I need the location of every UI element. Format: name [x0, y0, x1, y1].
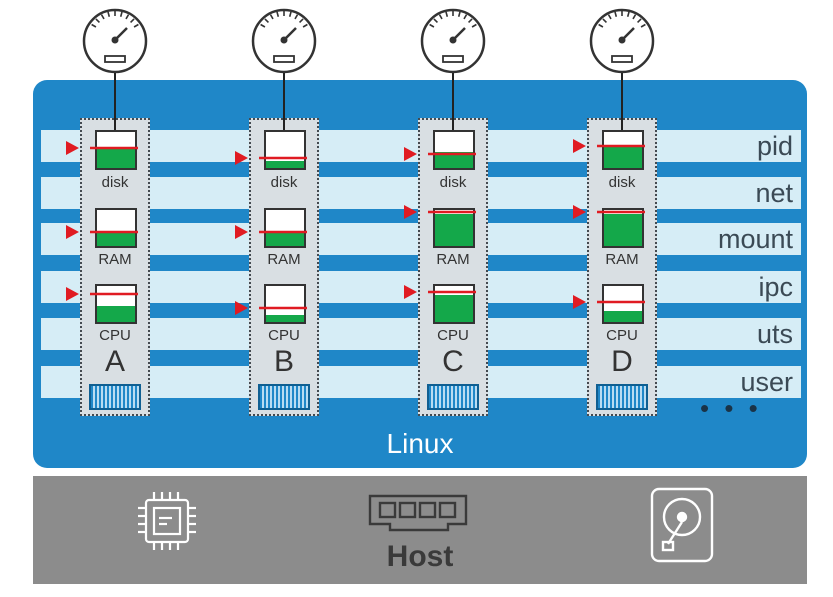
container-b: disk RAM CPU B [249, 118, 319, 416]
ram-usage-fill [604, 213, 642, 246]
cpu-meter [264, 284, 306, 324]
disk-usage-fill [97, 148, 135, 168]
gauge-icon [589, 8, 655, 130]
disk-meter [95, 130, 137, 170]
ram-label: RAM [267, 251, 301, 268]
ram-meter [602, 208, 644, 248]
disk-usage-fill [266, 160, 304, 168]
container-name: A [104, 345, 125, 378]
container-image-icon [427, 384, 479, 410]
disk-label: disk [439, 174, 467, 191]
cpu-limit-marker [573, 295, 645, 309]
cpu-meter [433, 284, 475, 324]
disk-label: disk [270, 174, 298, 191]
container-name: C [442, 345, 464, 378]
ram-label: RAM [436, 251, 470, 268]
ram-limit-marker [66, 225, 138, 239]
cpu-label: CPU [99, 327, 131, 344]
ram-meter [95, 208, 137, 248]
disk-label: disk [101, 174, 129, 191]
ram-label: RAM [605, 251, 639, 268]
ram-meter [433, 208, 475, 248]
ram-meter [264, 208, 306, 248]
gauge-icon [420, 8, 486, 130]
namespace-label-net: net [755, 178, 793, 208]
cpu-meter [95, 284, 137, 324]
disk-label: disk [608, 174, 636, 191]
namespace-label-uts: uts [756, 319, 793, 349]
disk-limit-marker [66, 141, 138, 155]
linux-label: Linux [386, 428, 454, 459]
namespace-label-mount: mount [717, 224, 793, 254]
disk-limit-marker [573, 139, 645, 153]
namespace-label-ipc: ipc [758, 272, 793, 302]
container-a: disk RAM CPU A [80, 118, 150, 416]
container-name: D [611, 345, 633, 378]
cpu-label: CPU [606, 327, 638, 344]
disk-meter [264, 130, 306, 170]
cpu-usage-fill [435, 295, 473, 322]
hard-disk-icon [650, 487, 714, 563]
cpu-usage-fill [97, 305, 135, 322]
container-image-icon [258, 384, 310, 410]
cpu-meter [602, 284, 644, 324]
cpu-limit-marker [66, 287, 138, 301]
disk-usage-fill [435, 151, 473, 168]
container-image-icon [89, 384, 141, 410]
cpu-label: CPU [437, 327, 469, 344]
cpu-limit-marker [404, 285, 476, 299]
container-c: disk RAM CPU C [418, 118, 488, 416]
ram-usage-fill [97, 233, 135, 246]
gauge-icon [251, 8, 317, 130]
namespace-label-pid: pid [756, 131, 793, 161]
cpu-usage-fill [266, 314, 304, 322]
host-label: Host [386, 540, 454, 573]
disk-usage-fill [604, 144, 642, 168]
container-name: B [273, 345, 294, 378]
ram-usage-fill [266, 233, 304, 246]
gauge-icon [82, 8, 148, 130]
ram-limit-marker [235, 225, 307, 239]
namespace-ellipsis: • • • [700, 393, 762, 423]
ram-limit-marker [404, 205, 476, 219]
cpu-limit-marker [235, 301, 307, 315]
cpu-label: CPU [268, 327, 300, 344]
limit-markers [66, 139, 645, 315]
namespace-label-user: user [740, 367, 793, 397]
disk-limit-marker [235, 151, 307, 165]
cpu-usage-fill [604, 311, 642, 322]
ram-module-icon [368, 494, 468, 532]
ram-usage-fill [435, 213, 473, 246]
gauges [82, 8, 655, 130]
cpu-chip-icon [138, 492, 196, 550]
ram-label: RAM [98, 251, 132, 268]
disk-limit-marker [404, 147, 476, 161]
container-d: disk RAM CPU D [587, 118, 657, 416]
disk-meter [602, 130, 644, 170]
container-image-icon [596, 384, 648, 410]
disk-meter [433, 130, 475, 170]
ram-limit-marker [573, 205, 645, 219]
